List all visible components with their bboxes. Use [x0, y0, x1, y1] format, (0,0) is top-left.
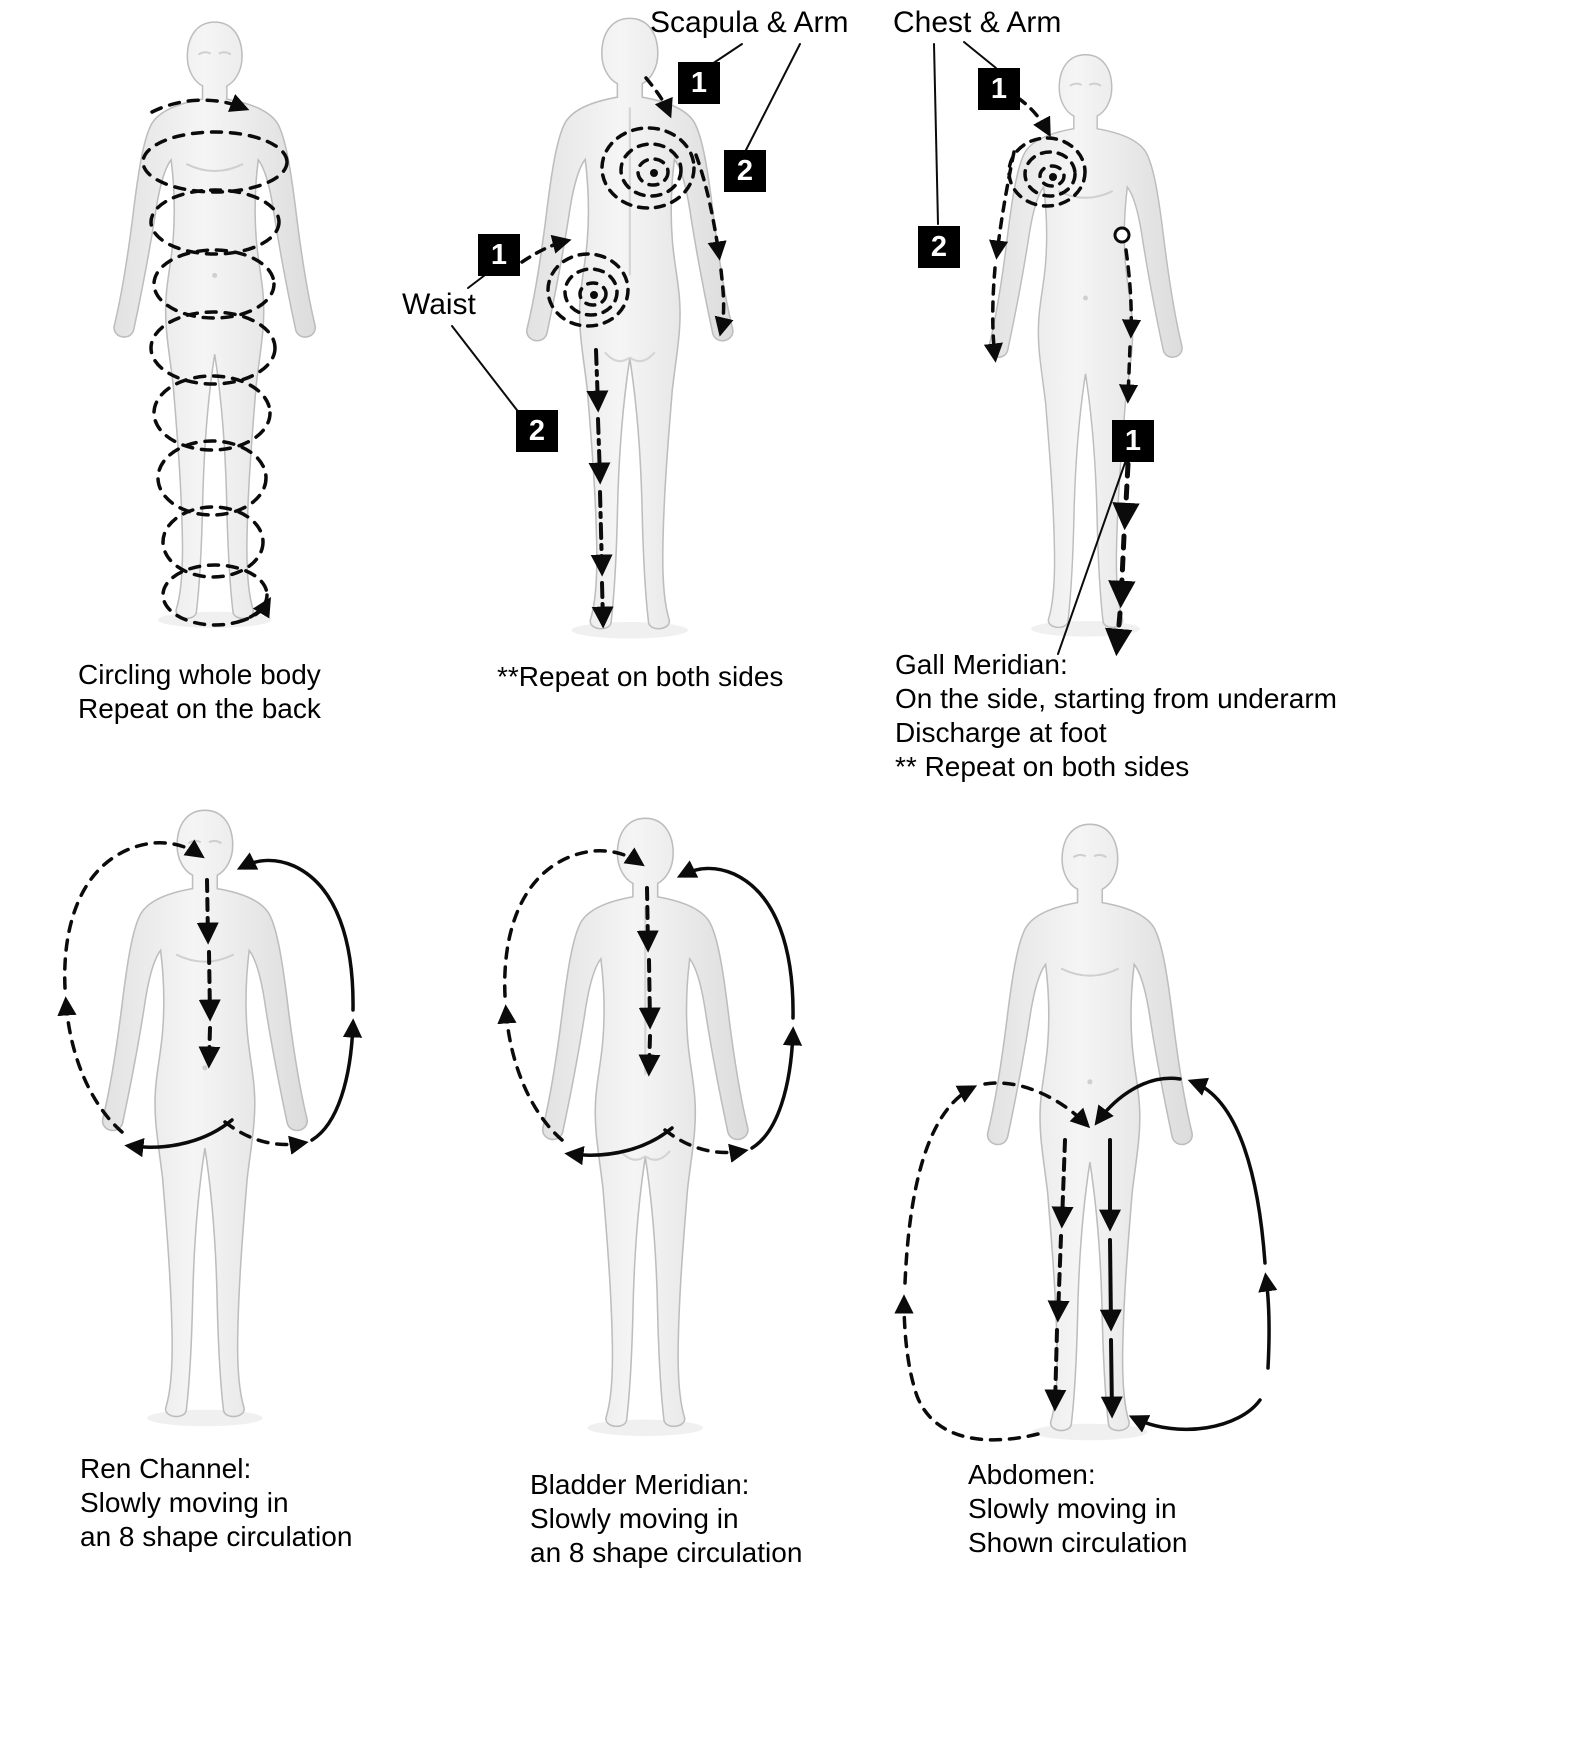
- waist-spiral: [546, 252, 630, 328]
- scapula-spiral: [600, 126, 696, 210]
- waist-label: Waist: [402, 288, 476, 321]
- arm-arrow-2: [983, 266, 1003, 363]
- abdomen-right-loop: [1094, 1076, 1278, 1433]
- badge-leg-2: 2: [516, 410, 558, 452]
- badge-chest-1: 1: [978, 68, 1020, 110]
- caption-abdomen: Abdomen: Slowly moving in Shown circulat…: [968, 1459, 1188, 1559]
- body-figure-5: [543, 818, 748, 1436]
- scapula-spiral-center: [650, 169, 658, 177]
- overlay-scapula-waist: [451, 43, 801, 629]
- gall-side-arrow-2: [1118, 345, 1139, 404]
- body-figure-3: [989, 55, 1182, 637]
- chest-spiral: [1007, 136, 1087, 208]
- overlay-circling-whole-body: [141, 94, 289, 627]
- overlay-chest-arm-gall: [933, 41, 1142, 657]
- waist-entry-arrow: [520, 234, 572, 264]
- gall-start-point: [1113, 226, 1131, 244]
- overlay-abdomen: [894, 1076, 1278, 1442]
- abdomen-right-leg-line: [1099, 1138, 1123, 1419]
- badge-scapula-1: 1: [678, 62, 720, 104]
- circling-end-arrow: [236, 597, 271, 624]
- caption-ren-channel: Ren Channel: Slowly moving in an 8 shape…: [80, 1453, 353, 1553]
- caption-repeat-both-sides: **Repeat on both sides: [497, 661, 784, 692]
- arm-arrow-1: [989, 150, 1016, 260]
- scapula-arm-label: Scapula & Arm: [650, 6, 849, 39]
- body-figure-2: [527, 18, 733, 638]
- gall-leg-line: [1104, 461, 1140, 657]
- caption-gall-meridian: Gall Meridian: On the side, starting fro…: [895, 649, 1337, 783]
- caption-bladder-meridian: Bladder Meridian: Slowly moving in an 8 …: [530, 1469, 803, 1569]
- waist-spiral-center: [590, 291, 598, 299]
- leader-lines-fig3: [933, 41, 1127, 655]
- body-figure-1: [114, 22, 315, 628]
- circling-start-arrow: [150, 94, 250, 114]
- scapula-entry-arrow: [644, 76, 673, 119]
- body-figure-4: [103, 810, 308, 1426]
- arm-arrow-2: [714, 268, 734, 337]
- leg-discharge-line: [586, 348, 614, 629]
- abdomen-left-leg-line: [1044, 1138, 1074, 1412]
- badge-arm-2: 2: [724, 150, 766, 192]
- abdomen-left-loop: [894, 1081, 1091, 1442]
- chest-spiral-center: [1049, 173, 1057, 181]
- badge-gall-1: 1: [1112, 420, 1154, 462]
- badge-chest-arm-2: 2: [918, 226, 960, 268]
- chest-arm-label: Chest & Arm: [893, 6, 1062, 39]
- arm-arrow-1: [694, 153, 727, 261]
- badge-waist-1: 1: [478, 234, 520, 276]
- gall-side-arrow-1: [1121, 248, 1142, 339]
- chest-entry-arrow: [1016, 96, 1051, 138]
- caption-circling-whole-body: Circling whole body Repeat on the back: [78, 659, 321, 725]
- body-figure-6: [988, 824, 1193, 1440]
